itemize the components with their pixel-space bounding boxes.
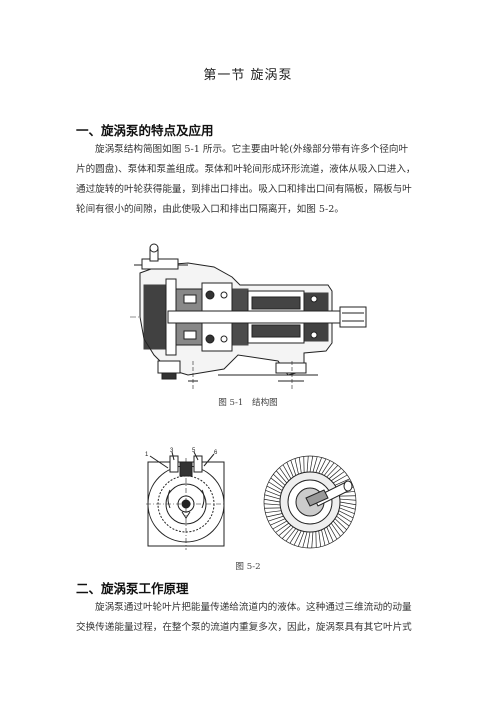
impeller-blade (275, 470, 288, 484)
impeller-blade (339, 498, 356, 501)
impeller-blade (321, 460, 331, 475)
impeller-blade (270, 518, 286, 526)
impeller-blade (266, 513, 283, 518)
impeller-blade (265, 490, 281, 497)
diagram-label: 1 (145, 452, 149, 458)
impeller-blade (318, 458, 327, 474)
impeller-blade (264, 494, 281, 500)
impeller-blade (282, 464, 292, 479)
paragraph-line: 轮间有很小的间隙，由此使吸入口和排出口隔离开，如图 5-2。 (76, 204, 344, 215)
impeller-blade (331, 471, 345, 482)
diagram-label: 3 (170, 448, 174, 454)
paragraph-line: 交换传递能量过程，在整个泵的流道内重复多次，因此，旋涡泵具有其它叶片式 (76, 622, 412, 633)
impeller-blade (270, 477, 284, 489)
impeller-blade (265, 510, 282, 514)
impeller-blade (330, 523, 341, 537)
impeller-blade (339, 501, 356, 506)
impeller-blade (272, 520, 287, 530)
figure-impeller (263, 455, 357, 549)
impeller-blade (264, 503, 281, 506)
impeller-blade (302, 531, 308, 548)
impeller-blade (306, 456, 309, 473)
impeller-blade (326, 526, 334, 542)
figure-pump-cross-section (130, 243, 367, 389)
impeller-blade (294, 458, 299, 475)
diagram-label: 6 (214, 450, 218, 456)
impeller-blade (332, 520, 345, 534)
impeller-blade (264, 498, 281, 503)
impeller-blade (338, 510, 354, 519)
impeller-blade (289, 529, 299, 544)
impeller-blade (328, 467, 342, 480)
impeller-blade (278, 524, 292, 537)
impeller-blade (309, 456, 314, 473)
impeller-blade (306, 531, 311, 548)
paragraph-structure: 旋涡泵结构简图如图 5-1 所示。它主要由叶轮(外缘部分带有许多个径向叶 片的圆… (76, 140, 422, 220)
impeller-blade (298, 531, 305, 547)
section-title: 第一节 旋涡泵 (203, 68, 293, 83)
paragraph-line: 旋涡泵通过叶轮叶片把能量传递给流道内的液体。这种通过三维流动的动量 (95, 602, 412, 613)
impeller-blade (293, 530, 302, 546)
paragraph-principle: 旋涡泵通过叶轮叶片把能量传递给流道内的液体。这种通过三维流动的动量 交换传递能量… (76, 598, 422, 638)
paragraph-line: 旋涡泵结构简图如图 5-1 所示。它主要由叶轮(外缘部分带有许多个径向叶 (95, 144, 409, 155)
impeller-outer-ring (263, 455, 357, 549)
impeller-blade (339, 507, 355, 514)
impeller-blade (328, 525, 338, 540)
impeller-blade (326, 465, 339, 478)
impeller-blade (321, 529, 326, 546)
impeller-blade (315, 457, 322, 473)
paragraph-line: 通过旋转的叶轮获得能量，到排出口排出。吸入口和排出口间有隔板，隔板与叶 (76, 184, 412, 195)
impeller-blade (281, 526, 294, 539)
impeller-blade (311, 531, 314, 548)
impeller-blade (334, 478, 350, 486)
impeller-blade (286, 462, 294, 478)
impeller-blade (290, 460, 297, 476)
impeller-blade (285, 528, 297, 542)
impeller-blade (323, 528, 330, 544)
impeller-blade (318, 530, 322, 547)
impeller-blade (268, 515, 284, 522)
impeller-blade (266, 485, 282, 494)
impeller-blade (275, 522, 289, 533)
impeller-blade (279, 467, 290, 481)
figure-flow-diagram: 1 3 5 6 (145, 448, 226, 550)
impeller-blade (273, 473, 286, 486)
impeller-blade (298, 457, 302, 474)
impeller-blade (334, 518, 347, 531)
figure-caption-5-2: 图 5-2 (235, 562, 261, 572)
heading-features: 一、旋涡泵的特点及应用 (76, 123, 214, 138)
impeller-blade (339, 504, 356, 510)
impeller-blade (333, 474, 348, 484)
diagram-label: 5 (192, 448, 196, 454)
heading-principle: 二、旋涡泵工作原理 (76, 581, 189, 596)
impeller-blade (337, 513, 352, 523)
impeller-blade (268, 481, 283, 491)
impeller-blade (336, 515, 350, 527)
impeller-blade (312, 456, 318, 473)
paragraph-line: 片的圆盘)、泵体和泵盖组成。泵体和叶轮间形成环形流道，液体从吸入口进入， (76, 164, 416, 175)
figure-caption-5-1: 图 5-1 结构图 (218, 398, 278, 408)
impeller-blade (323, 462, 335, 476)
